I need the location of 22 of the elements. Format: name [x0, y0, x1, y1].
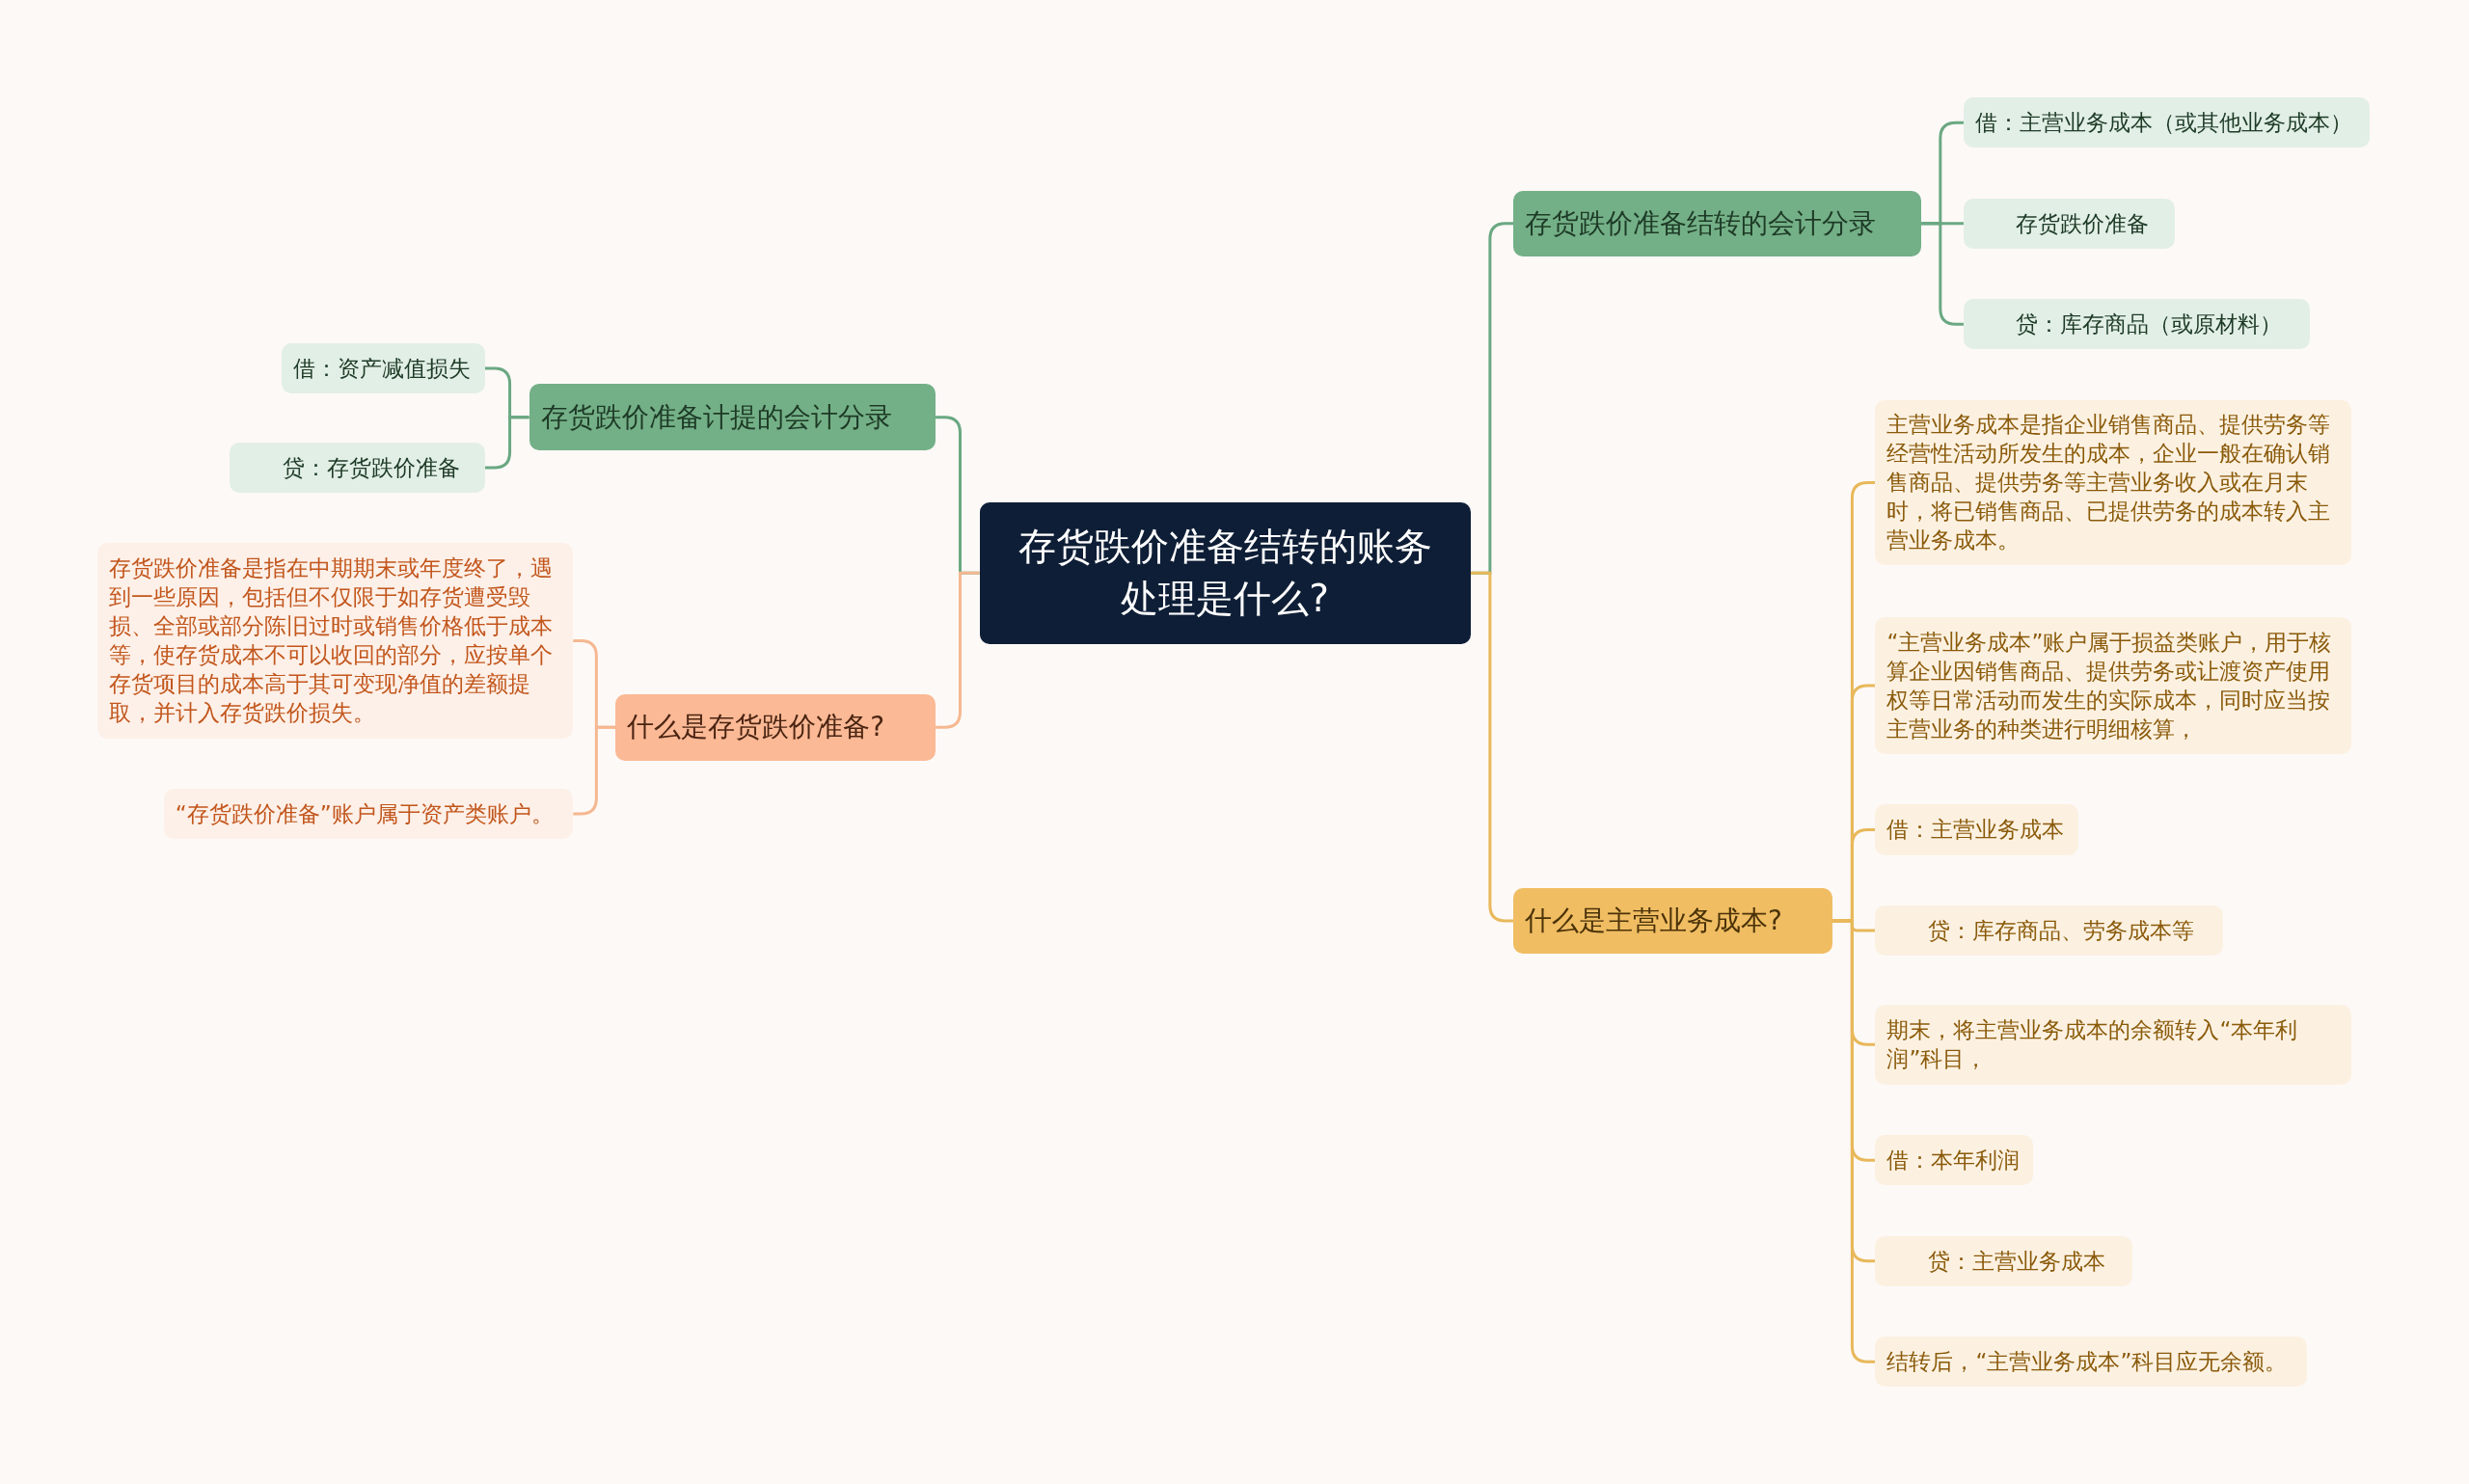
subtopic-box: 存货跌价准备 [1963, 198, 2175, 249]
subtopic-box: 贷：库存商品、劳务成本等 [1875, 904, 2224, 956]
central-topic-box: 存货跌价准备结转的账务处理是什么? [979, 501, 1471, 644]
subtopic-box: 借：主营业务成本（或其他业务成本） [1963, 97, 2371, 148]
branch-topic-box: 什么是存货跌价准备? [615, 694, 936, 761]
subtopic-box: 贷：存货跌价准备 [230, 442, 485, 493]
subtopic-box: 借：本年利润 [1875, 1135, 2033, 1186]
subtopic-box: 借：资产减值损失 [282, 342, 485, 394]
branch-topic-box: 存货跌价准备结转的会计分录 [1512, 190, 1921, 257]
subtopic-box: 借：主营业务成本 [1875, 804, 2079, 855]
branch-topic-box: 存货跌价准备计提的会计分录 [529, 384, 936, 450]
subtopic-box: 主营业务成本是指企业销售商品、提供劳务等经营性活动所发生的成本，企业一般在确认销售商品、提供劳务等主营业务收入或在月末时，将已销售商品、已提供劳务的成本转入主营业务成本。 [1875, 399, 2351, 566]
branch-topic-box: 什么是主营业务成本? [1512, 887, 1833, 955]
subtopic-box: “主营业务成本”账户属于损益类账户，用于核算企业因销售商品、提供劳务或让渡资产使用权等日常活动而发生的实际成本，同时应当按主营业务的种类进行明细核算， [1875, 617, 2351, 755]
subtopic-box: 贷：库存商品（或原材料） [1963, 299, 2311, 350]
subtopic-box: 贷：主营业务成本 [1875, 1235, 2132, 1286]
subtopic-box: 期末，将主营业务成本的余额转入“本年利润”科目， [1875, 1004, 2351, 1085]
connector-line [1920, 222, 1964, 326]
subtopic-box: “存货跌价准备”账户属于资产类账户。 [163, 788, 574, 840]
connector-line [1470, 571, 1513, 923]
subtopic-box: 结转后，“主营业务成本”科目应无余额。 [1875, 1336, 2307, 1388]
subtopic-box: 存货跌价准备是指在中期期末或年度终了，遇到一些原因，包括但不仅限于如存货遭受毁损、全部或部分陈旧过时或销售价格低于成本等，使存货成本不可以收回的部分，应按单个存货项目的成本高于其可变现净值的差额提取，并计入存货跌价损失。 [97, 543, 574, 739]
